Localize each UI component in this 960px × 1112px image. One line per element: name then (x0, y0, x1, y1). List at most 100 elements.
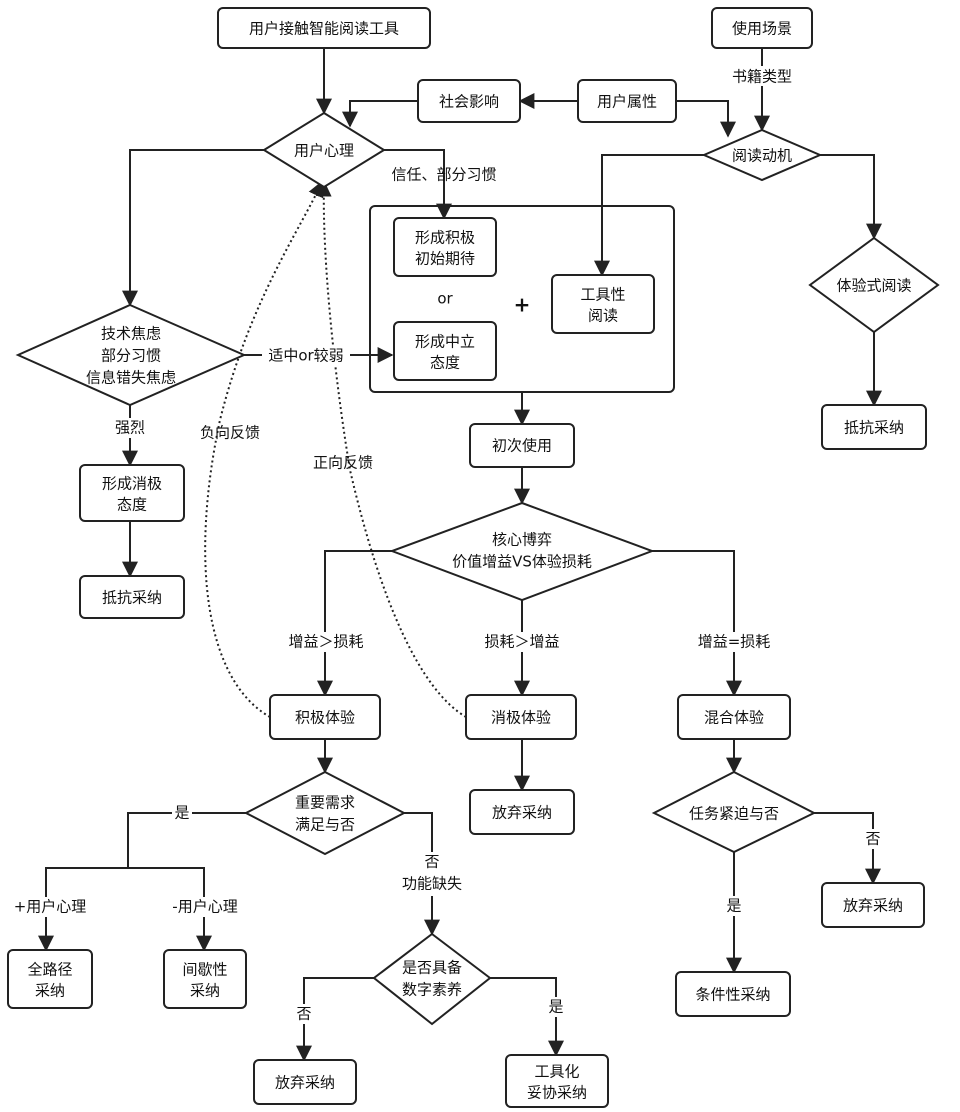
node-first-use: 初次使用 (469, 423, 575, 468)
svg-text:初始期待: 初始期待 (415, 250, 475, 268)
edge-urgent-no (814, 812, 881, 885)
node-user-psych: 用户心理 (262, 111, 386, 189)
initial-attitude-group (369, 205, 675, 393)
svg-text:采纳: 采纳 (190, 982, 220, 1000)
node-negative-exp: 消极体验 (465, 694, 577, 740)
svg-text:体验式阅读: 体验式阅读 (836, 277, 911, 295)
node-conditional-adopt: 条件性采纳 (675, 971, 791, 1017)
node-intermittent-adopt: 间歇性 采纳 (163, 949, 247, 1009)
label-plus-psych: +用户心理 (14, 898, 87, 916)
edge-social-to-psych (342, 100, 418, 128)
label-minus-psych: -用户心理 (172, 898, 237, 916)
edge-psych-to-anxiety (122, 149, 264, 307)
node-full-adopt: 全路径 采纳 (7, 949, 93, 1009)
svg-text:核心博弈: 核心博弈 (492, 531, 552, 549)
node-positive-exp: 积极体验 (269, 694, 381, 740)
label-no-bottom: 否 (296, 1005, 311, 1023)
svg-text:妥协采纳: 妥协采纳 (527, 1084, 587, 1102)
node-abandon-right: 放弃采纳 (821, 882, 925, 928)
edge-literacy-yes (490, 977, 564, 1057)
edge-motive-to-exp-reading (820, 154, 882, 240)
svg-text:数字素养: 数字素养 (402, 981, 462, 999)
label-or: or (437, 290, 453, 308)
label-gain-eq-loss: 增益=损耗 (698, 633, 771, 651)
svg-text:工具化: 工具化 (534, 1063, 579, 1081)
svg-text:用户接触智能阅读工具: 用户接触智能阅读工具 (249, 20, 399, 38)
svg-text:放弃采纳: 放弃采纳 (275, 1074, 335, 1092)
svg-text:阅读动机: 阅读动机 (732, 147, 792, 165)
node-neutral-attitude: 形成中立 态度 (393, 321, 497, 381)
label-gain-gt-loss: 增益＞损耗 (288, 633, 363, 651)
node-use-scene: 使用场景 (711, 7, 813, 49)
edge-negative-feedback (204, 180, 324, 718)
svg-text:混合体验: 混合体验 (704, 709, 764, 727)
node-task-urgent: 任务紧迫与否 (651, 770, 817, 854)
svg-text:形成积极: 形成积极 (415, 229, 475, 247)
edge-yes-to-full (38, 867, 128, 952)
svg-text:部分习惯: 部分习惯 (101, 347, 161, 365)
label-yes-left: 是 (174, 804, 189, 822)
node-negative-attitude: 形成消极 态度 (79, 464, 185, 522)
label-book-type: 书籍类型 (732, 68, 792, 86)
edge-core-to-positive (317, 550, 392, 697)
node-tool-reading: 工具性 阅读 (551, 274, 655, 334)
svg-text:采纳: 采纳 (35, 982, 65, 1000)
node-mixed-exp: 混合体验 (677, 694, 791, 740)
label-plus: + (514, 293, 531, 317)
label-moderate-weak: 适中or较弱 (268, 347, 343, 365)
edges (38, 48, 882, 1062)
node-tech-anxiety: 技术焦虑 部分习惯 信息错失焦虑 (15, 303, 247, 407)
node-important-needs: 重要需求 满足与否 (243, 770, 407, 856)
node-digital-literacy: 是否具备 数字素养 (372, 932, 492, 1026)
edge-core-to-mixed (652, 550, 742, 697)
svg-text:间歇性: 间歇性 (182, 961, 227, 979)
node-social-influence: 社会影响 (417, 79, 521, 123)
svg-text:价值增益VS体验损耗: 价值增益VS体验损耗 (452, 553, 592, 571)
node-core-game: 核心博弈 价值增益VS体验损耗 (389, 501, 655, 602)
label-yes-mid: 是 (726, 897, 741, 915)
label-no-func-1: 否 (424, 853, 439, 871)
svg-text:用户心理: 用户心理 (294, 142, 354, 160)
svg-text:放弃采纳: 放弃采纳 (843, 897, 903, 915)
node-resist-left: 抵抗采纳 (79, 575, 185, 619)
svg-text:形成消极: 形成消极 (102, 475, 162, 493)
svg-text:放弃采纳: 放弃采纳 (492, 804, 552, 822)
node-abandon-bottom: 放弃采纳 (253, 1059, 357, 1105)
label-strong: 强烈 (115, 419, 145, 437)
nodes: 用户接触智能阅读工具 使用场景 社会影响 用户属性 用户心理 阅读动机 形成积极… (7, 7, 940, 1108)
edge-positive-feedback (315, 180, 467, 718)
node-user-attr: 用户属性 (577, 79, 677, 123)
node-experiential-reading: 体验式阅读 (808, 236, 940, 334)
svg-text:技术焦虑: 技术焦虑 (101, 325, 161, 343)
svg-text:积极体验: 积极体验 (295, 709, 355, 727)
svg-text:形成中立: 形成中立 (415, 333, 475, 351)
svg-text:初次使用: 初次使用 (492, 437, 552, 455)
label-no-right: 否 (865, 830, 880, 848)
edge-psych-to-expect (384, 149, 452, 220)
svg-text:抵抗采纳: 抵抗采纳 (102, 589, 162, 607)
svg-text:使用场景: 使用场景 (732, 20, 792, 38)
node-abandon-mid: 放弃采纳 (469, 789, 575, 835)
edge-attr-to-motive (676, 100, 736, 138)
svg-text:态度: 态度 (430, 354, 460, 372)
svg-text:态度: 态度 (117, 496, 147, 514)
svg-text:消极体验: 消极体验 (491, 709, 551, 727)
node-tool-compromise: 工具化 妥协采纳 (505, 1054, 609, 1108)
svg-text:工具性: 工具性 (580, 286, 625, 304)
svg-text:阅读: 阅读 (588, 307, 618, 325)
label-loss-gt-gain: 损耗＞增益 (484, 633, 559, 651)
svg-text:社会影响: 社会影响 (439, 93, 499, 111)
label-yes-bottom: 是 (548, 998, 563, 1016)
edge-literacy-no (296, 977, 374, 1062)
svg-text:信息错失焦虑: 信息错失焦虑 (86, 369, 176, 387)
svg-text:条件性采纳: 条件性采纳 (695, 986, 770, 1004)
edge-motive-to-tool (594, 154, 704, 277)
node-resist-right: 抵抗采纳 (821, 404, 927, 450)
svg-text:是否具备: 是否具备 (402, 959, 462, 977)
edge-yes-to-intermittent (128, 867, 212, 952)
node-read-motive: 阅读动机 (701, 128, 823, 182)
label-positive-feedback: 正向反馈 (313, 454, 373, 472)
edge-needs-yes (127, 812, 246, 868)
label-trust-habit: 信任、部分习惯 (391, 166, 496, 184)
